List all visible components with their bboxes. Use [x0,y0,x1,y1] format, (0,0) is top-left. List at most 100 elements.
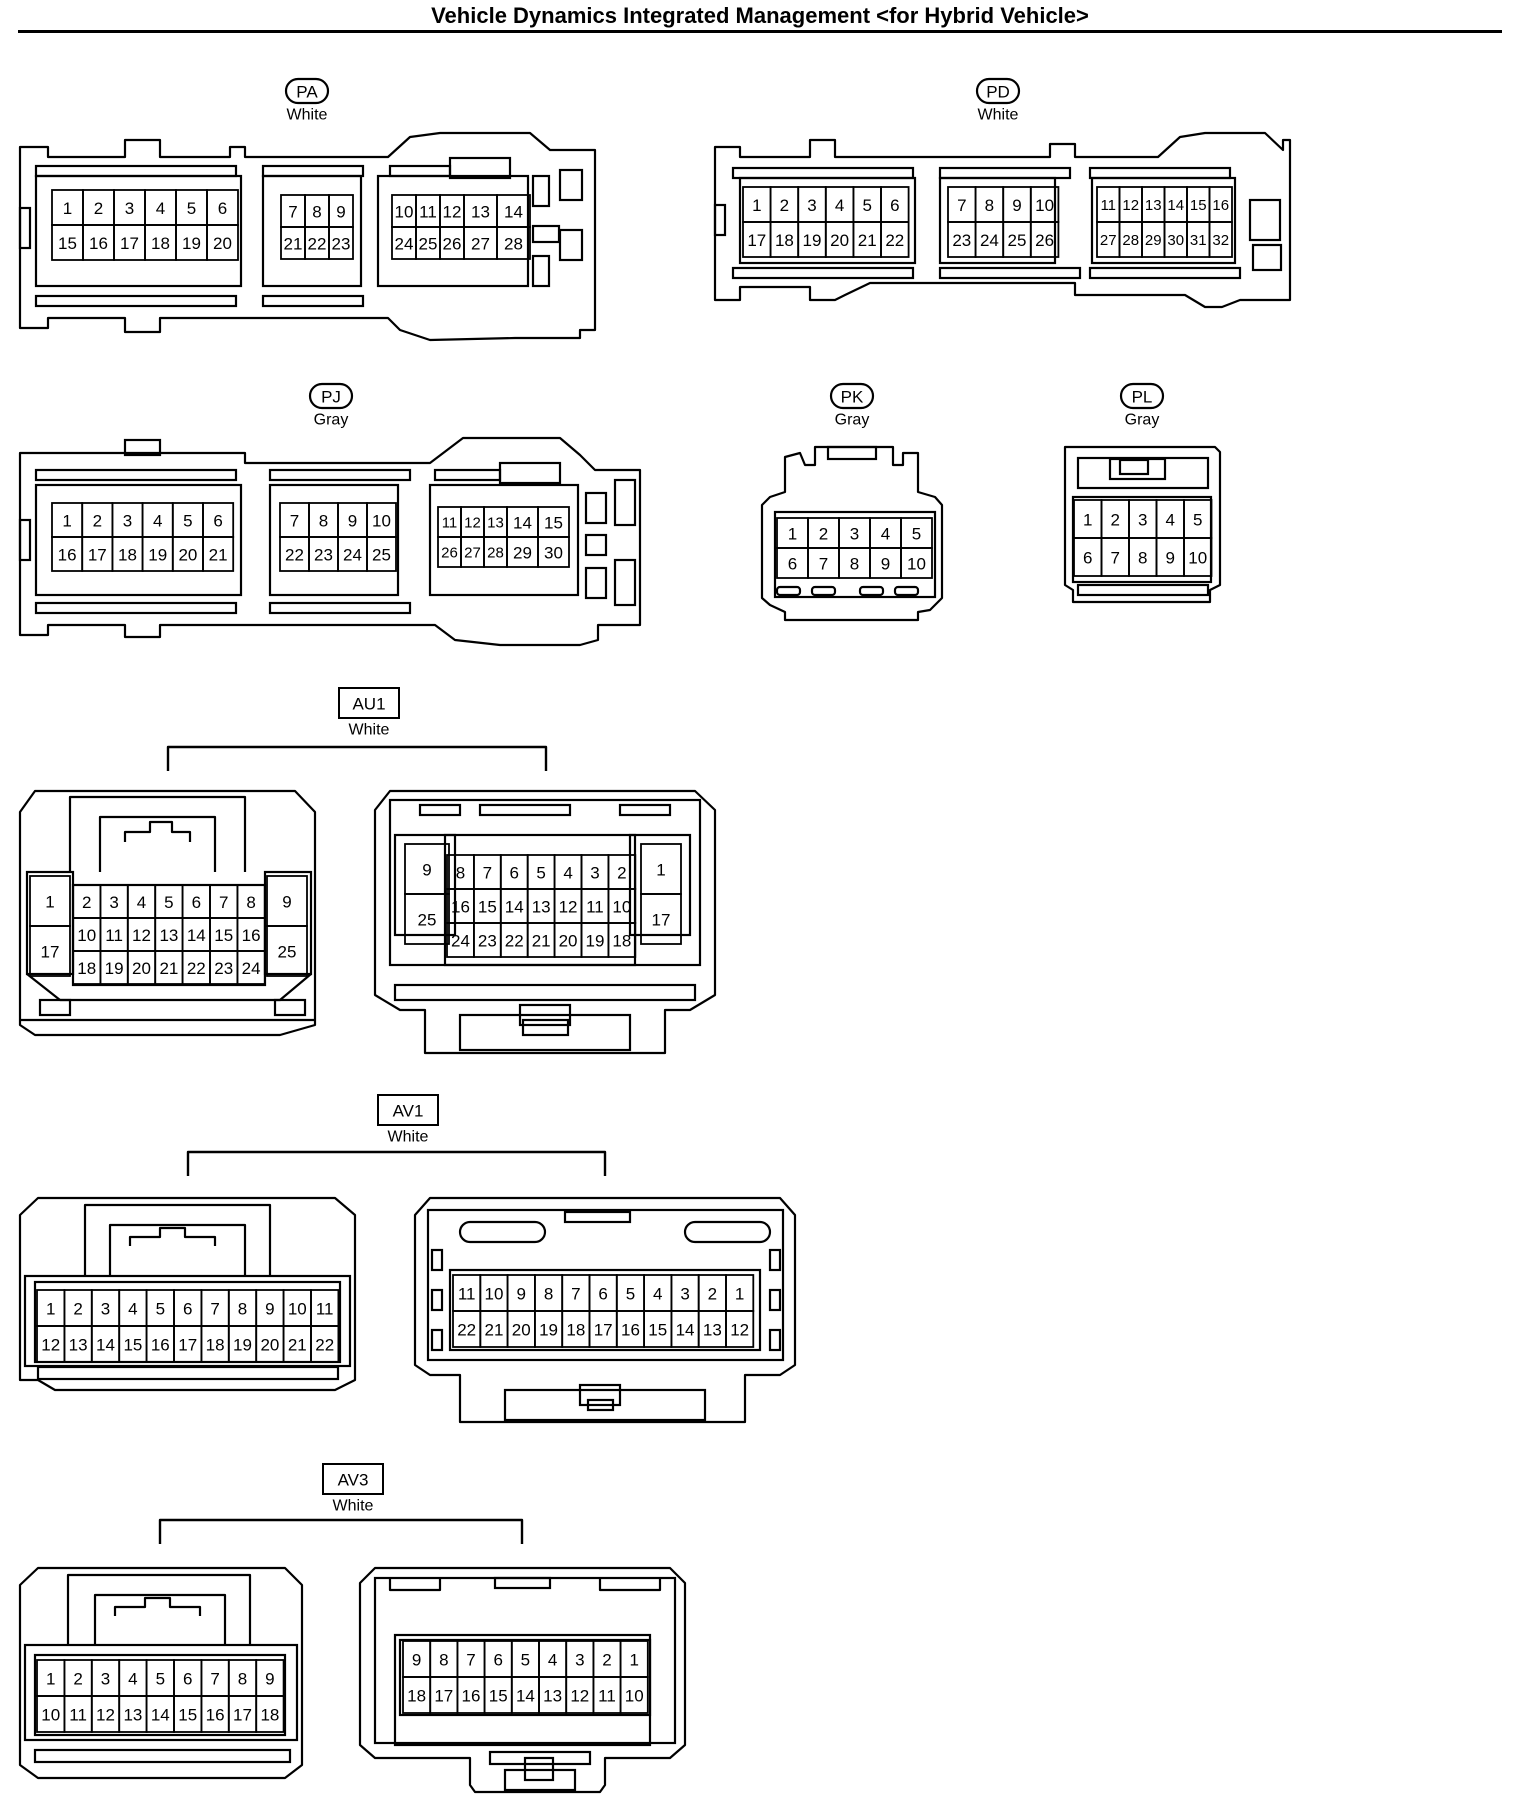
connector-code: PJ [321,388,341,407]
pin-label: 1 [656,861,665,880]
pin-label: 13 [159,926,178,945]
pin-label: 15 [58,234,77,253]
pin-label: 24 [395,235,414,254]
connector-code-badge [322,1463,384,1495]
pin-label: 20 [132,959,151,978]
pin-label: 5 [183,512,192,531]
pin-label: 18 [206,1336,225,1355]
pin-label: 1 [1083,511,1092,530]
connector-code-badge [975,77,1021,105]
housing-part [523,1756,555,1782]
housing-part [738,176,917,265]
pin-label: 10 [288,1300,307,1319]
pin-label: 21 [209,546,228,565]
pin-label: 12 [464,515,481,532]
housing-part [893,585,920,597]
pin-label: 3 [123,512,132,531]
housing-part [1248,198,1282,242]
pin-cell [1029,221,1060,258]
pin-cell [496,226,531,260]
pin-label: 6 [183,1300,192,1319]
housing-part [578,1383,622,1407]
pin-label: 19 [539,1321,558,1340]
pin-label: 8 [319,512,328,531]
pin-label: 15 [1190,197,1207,214]
housing-part [268,468,412,482]
pin-label: 18 [77,959,96,978]
housing-part [34,483,243,597]
pin-label: 17 [233,1706,252,1725]
pin-label: 3 [807,196,816,215]
pin-label: 9 [1166,549,1175,568]
housing-part [1076,583,1210,597]
pin-label: 6 [890,196,899,215]
pin-label: 10 [484,1285,503,1304]
pin-label: 9 [336,203,345,222]
pin-label: 2 [1111,511,1120,530]
pin-label: 12 [570,1687,589,1706]
pin-label: 5 [187,199,196,218]
pin-label: 28 [504,235,523,254]
pin-label: 7 [219,893,228,912]
pin-label: 9 [265,1300,274,1319]
pin-label: 17 [120,234,139,253]
housing-outline [413,1196,797,1424]
pin-label: 4 [835,196,844,215]
pin-label: 6 [218,199,227,218]
pin-label: 17 [41,943,60,962]
pin-label: 11 [419,203,437,222]
pin-label: 17 [434,1687,453,1706]
housing-part [731,266,915,280]
pin-label: 10 [612,898,631,917]
connector-code: AU1 [352,695,385,714]
pin-label: 13 [543,1687,562,1706]
pin-label: 15 [648,1321,667,1340]
pin-label: 18 [407,1687,426,1706]
pin-cell [404,893,450,945]
connector-code-badge [377,1094,439,1126]
housing-part [584,566,608,600]
pin-label: 3 [590,864,599,883]
pin-label: 16 [242,926,261,945]
housing-part [938,166,1072,180]
pin-label: 3 [1138,511,1147,530]
housing-part [1251,243,1283,272]
housing-part [613,478,637,527]
housing-part [478,803,572,817]
pin-label: 12 [96,1706,115,1725]
pin-label: 22 [285,546,304,565]
pin-label: 4 [128,1670,137,1689]
pin-label: 7 [483,864,492,883]
housing-part [18,206,32,250]
pin-label: 24 [980,231,999,250]
housing-part [418,803,462,817]
pin-label: 29 [513,544,532,563]
housing-part [503,1388,707,1422]
pin-label: 10 [41,1706,60,1725]
connector-color: Gray [835,412,870,429]
pin-label: 8 [238,1300,247,1319]
housing-part [430,1288,444,1312]
pin-label: 2 [819,525,828,544]
pin-label: 4 [653,1285,662,1304]
housing-part [531,254,551,288]
pin-label: 13 [703,1321,722,1340]
housing-part [448,156,512,180]
pin-label: 22 [457,1321,476,1340]
pin-label: 21 [858,231,877,250]
pin-label: 23 [952,231,971,250]
pin-label: 4 [156,199,165,218]
pin-label: 11 [598,1687,616,1706]
pin-label: 18 [260,1706,279,1725]
pin-label: 4 [881,525,890,544]
pin-label: 12 [730,1321,749,1340]
housing-part [503,1768,577,1792]
pin-cell [266,925,308,977]
housing-part [618,803,672,817]
connector-code: PK [841,388,864,407]
pin-label: 15 [478,898,497,917]
housing-part [1108,457,1167,481]
pin-label: 26 [1035,231,1054,250]
